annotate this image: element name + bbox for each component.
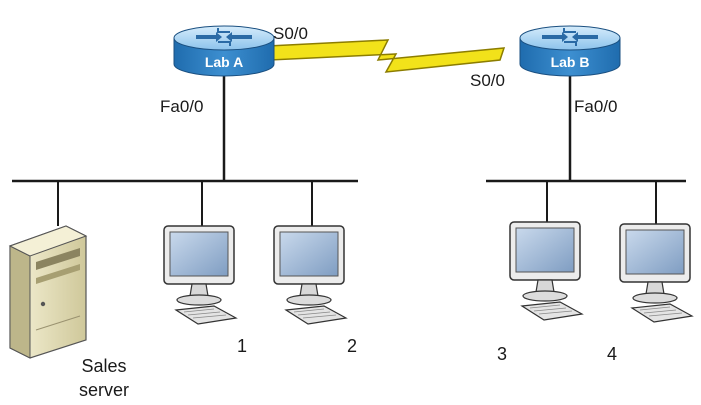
- lab-a-fast-label: Fa0/0: [160, 97, 203, 116]
- pc-4: [619, 223, 693, 323]
- server-label-line1: Sales: [81, 356, 126, 376]
- pc-1: [163, 225, 237, 325]
- lab-b-fast-label: Fa0/0: [574, 97, 617, 116]
- router-lab-b-label: Lab B: [551, 54, 590, 70]
- pc-3: [509, 221, 583, 321]
- pc-3-label: 3: [497, 344, 507, 364]
- pc-2-label: 2: [347, 336, 357, 356]
- server-icon: [8, 225, 88, 359]
- pc-4-label: 4: [607, 344, 617, 364]
- pc-2: [273, 225, 347, 325]
- router-lab-a-label: Lab A: [205, 54, 243, 70]
- server-label-line2: server: [79, 380, 129, 400]
- router-lab-b: Lab B: [519, 25, 621, 77]
- lab-b-serial-label: S0/0: [470, 71, 505, 90]
- router-lab-a: Lab A: [173, 25, 275, 77]
- serial-link-lightning: [267, 39, 506, 73]
- lab-a-serial-label: S0/0: [273, 24, 308, 43]
- pc-1-label: 1: [237, 336, 247, 356]
